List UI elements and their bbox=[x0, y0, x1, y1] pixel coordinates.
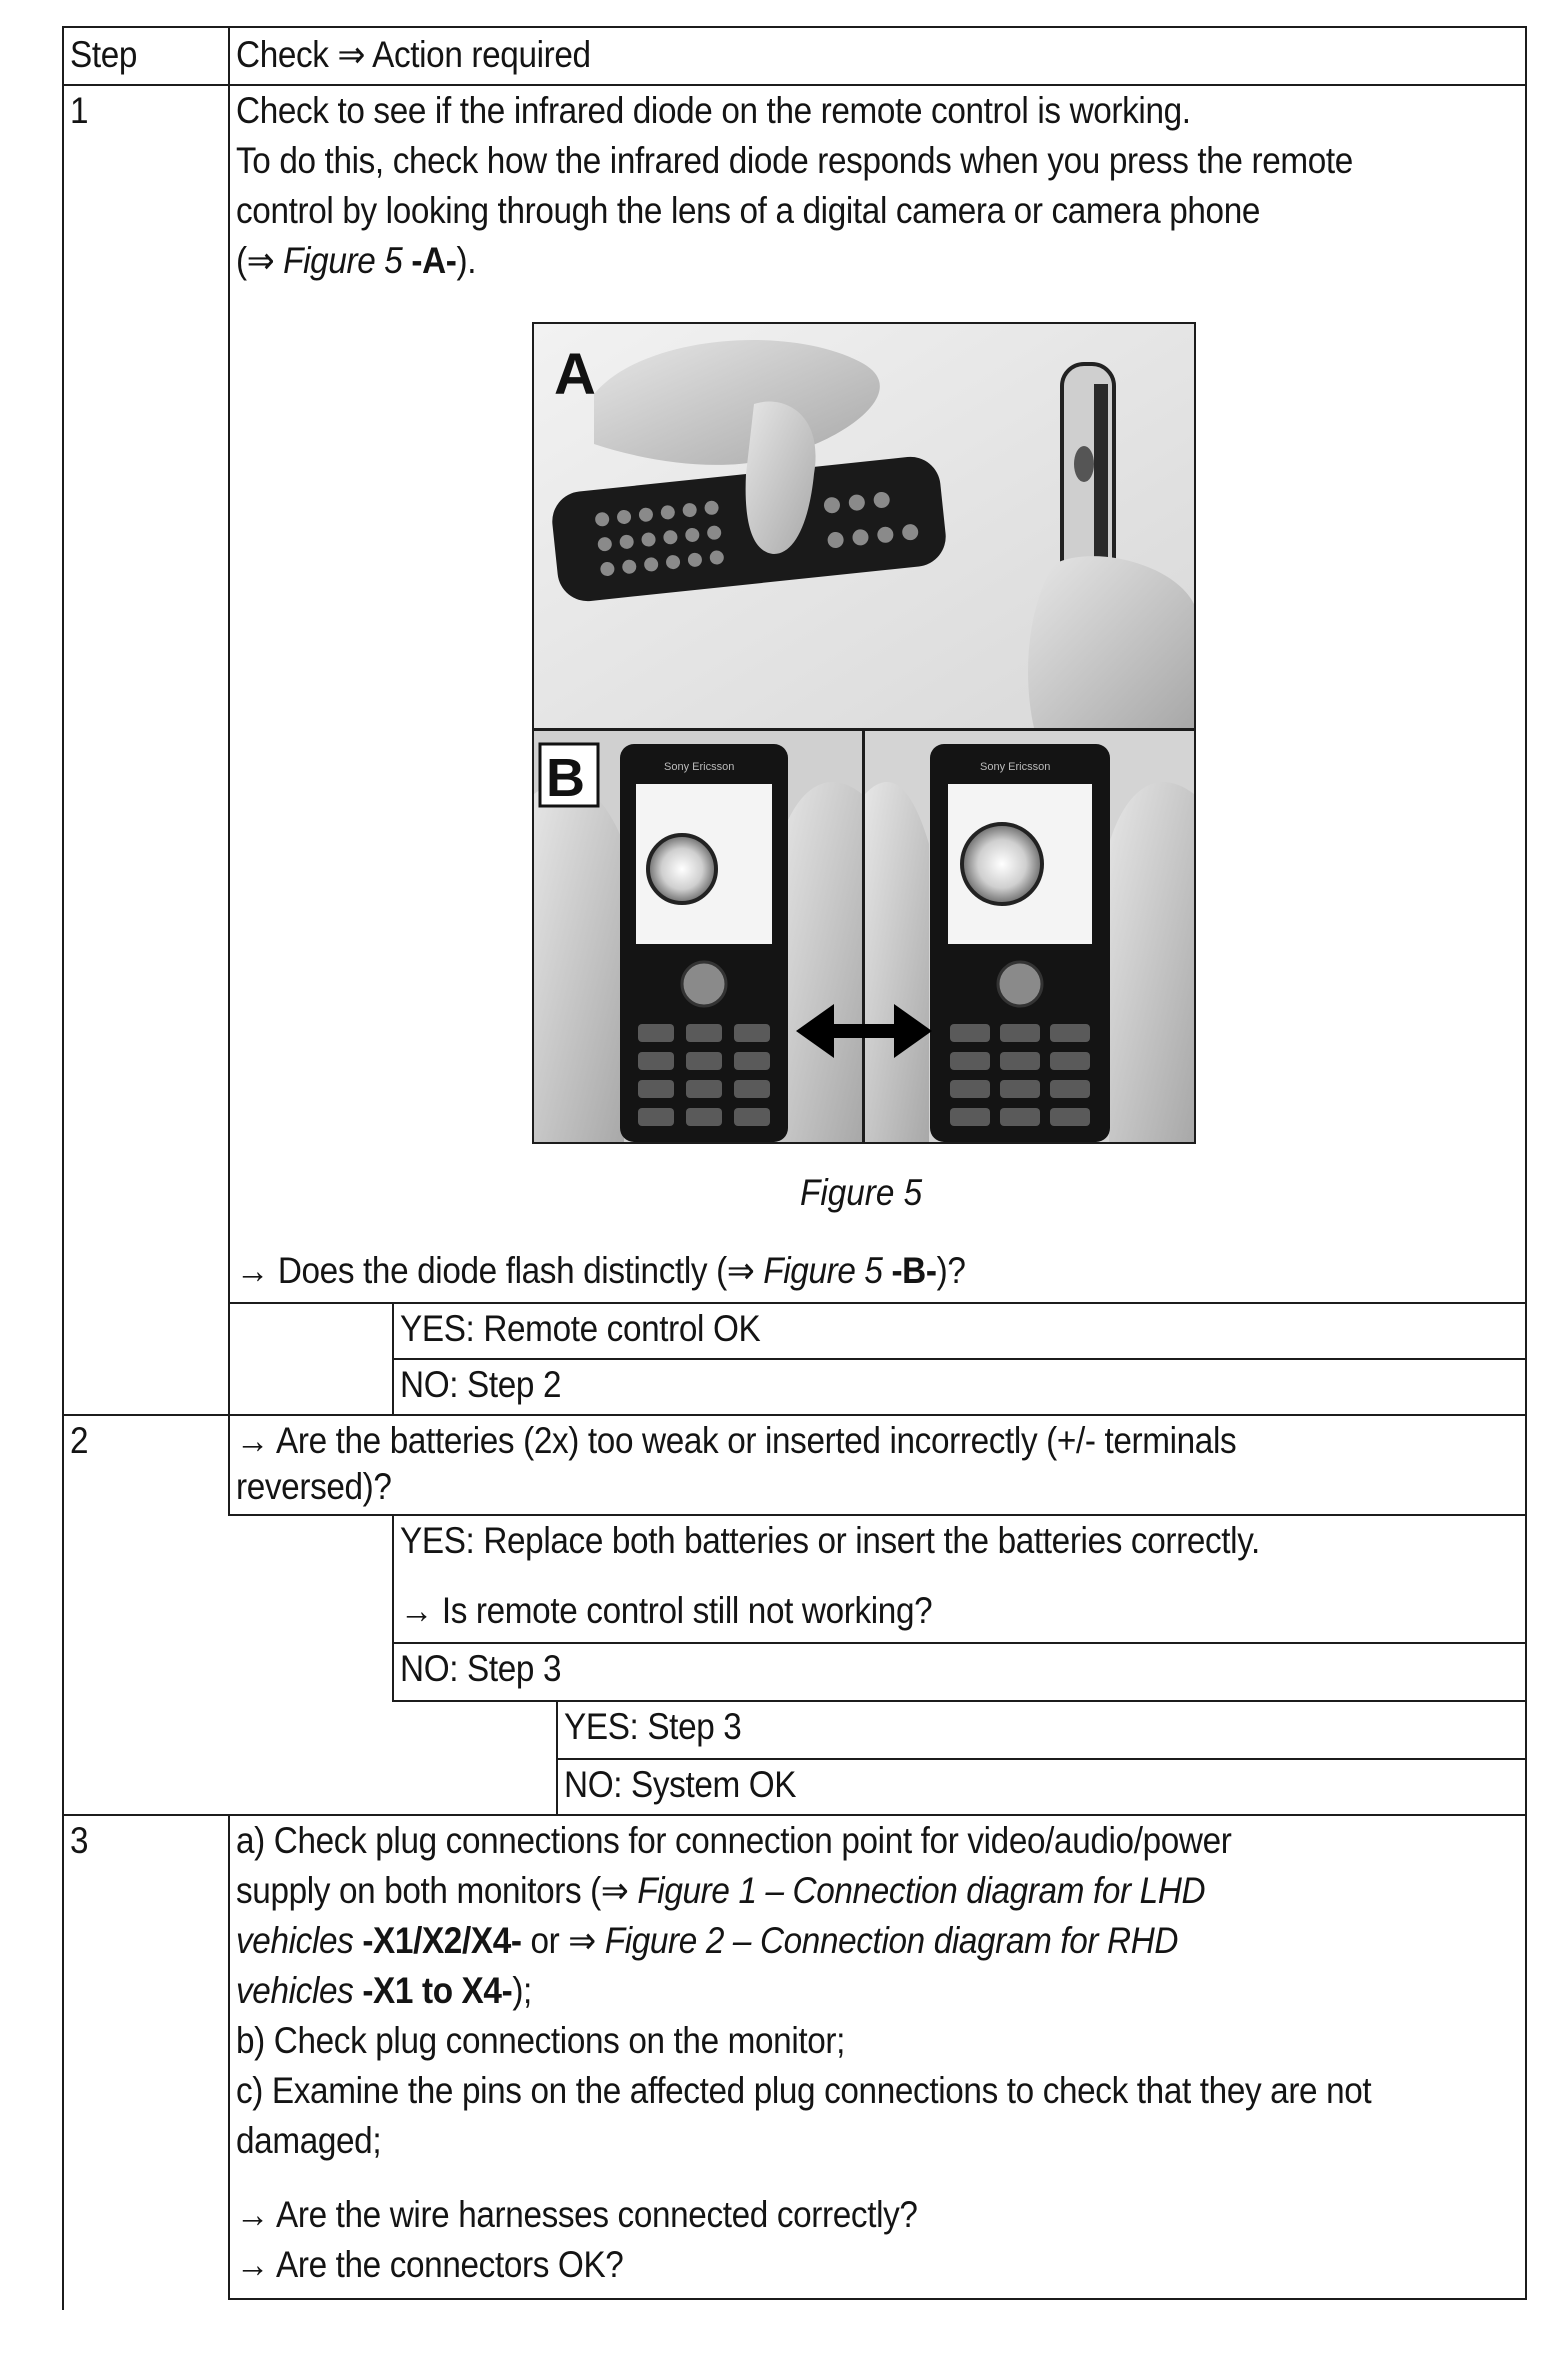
step2-bottom bbox=[62, 1814, 1527, 1816]
step1-bottom bbox=[62, 1414, 1527, 1416]
step1-figure-ref: (⇒ Figure 5 -A-). bbox=[236, 240, 477, 281]
step3-c-line-1: c) Examine the pins on the affected plug… bbox=[236, 2070, 1372, 2111]
column-divider bbox=[228, 26, 230, 1516]
phone-brand-right: Sony Ericsson bbox=[980, 761, 1050, 773]
step2-question-line-1: → Are the batteries (2x) too weak or ins… bbox=[236, 1420, 1237, 1461]
figure-5-caption: Figure 5 bbox=[800, 1172, 923, 1213]
header-bottom bbox=[62, 84, 1527, 86]
step1-no: NO: Step 2 bbox=[400, 1364, 562, 1405]
step2-yes-bottom bbox=[392, 1642, 1527, 1644]
step3-number: 3 bbox=[70, 1820, 89, 1861]
figure-5-illustration: A Sony Ericsson B bbox=[534, 324, 1194, 1142]
step3-question-1: → Are the wire harnesses connected corre… bbox=[236, 2194, 918, 2235]
step3-bottom bbox=[228, 2298, 1527, 2300]
right-border bbox=[1525, 26, 1527, 2300]
panel-a: A bbox=[534, 324, 1194, 728]
step3-a-line-3: vehicles -X1/X2/X4- or ⇒ Figure 2 – Conn… bbox=[236, 1920, 1179, 1961]
step2-no: NO: Step 3 bbox=[400, 1648, 562, 1689]
step1-number: 1 bbox=[70, 90, 89, 131]
step1-yes-bottom bbox=[392, 1358, 1527, 1360]
step2-sub-no: NO: System OK bbox=[564, 1764, 797, 1805]
step2-question-bottom bbox=[228, 1514, 1527, 1516]
figure-5: A Sony Ericsson B bbox=[532, 322, 1196, 1144]
panel-a-label: A bbox=[554, 342, 596, 407]
double-arrow-icon bbox=[796, 1004, 932, 1058]
implies-arrow: ⇒ bbox=[337, 34, 366, 75]
step2-yes: YES: Replace both batteries or insert th… bbox=[400, 1520, 1260, 1561]
header-step: Step bbox=[70, 34, 138, 75]
step1-line-2: To do this, check how the infrared diode… bbox=[236, 140, 1353, 181]
step3-c-line-2: damaged; bbox=[236, 2120, 382, 2161]
step2-sub-yes-bottom bbox=[556, 1758, 1527, 1760]
left-border bbox=[62, 26, 64, 2310]
phone-brand-left: Sony Ericsson bbox=[664, 761, 734, 773]
step1-question: → Does the diode flash distinctly (⇒ Fig… bbox=[236, 1250, 966, 1291]
step3-a-line-1: a) Check plug connections for connection… bbox=[236, 1820, 1232, 1861]
step1-line-3: control by looking through the lens of a… bbox=[236, 190, 1261, 231]
step2-answer-left bbox=[392, 1514, 394, 1702]
panel-b-right: Sony Ericsson bbox=[865, 731, 1194, 1142]
step1-yes: YES: Remote control OK bbox=[400, 1308, 761, 1349]
step3-b: b) Check plug connections on the monitor… bbox=[236, 2020, 846, 2061]
panel-b-left: Sony Ericsson B bbox=[534, 731, 862, 1142]
step3-a-line-2: supply on both monitors (⇒ Figure 1 – Co… bbox=[236, 1870, 1206, 1911]
panel-b-label: B bbox=[546, 748, 585, 808]
step2-followup: → Is remote control still not working? bbox=[400, 1590, 933, 1631]
column-divider-step3 bbox=[228, 1816, 230, 2300]
step1-line-1: Check to see if the infrared diode on th… bbox=[236, 90, 1191, 131]
step3-a-line-4: vehicles -X1 to X4-); bbox=[236, 1970, 532, 2011]
step2-number: 2 bbox=[70, 1420, 89, 1461]
step2-no-bottom bbox=[392, 1700, 1527, 1702]
header-check-action: Check ⇒ Action required bbox=[236, 34, 591, 75]
step1-question-bottom bbox=[228, 1302, 1527, 1304]
step3-question-2: → Are the connectors OK? bbox=[236, 2244, 624, 2285]
step2-question-line-2: reversed)? bbox=[236, 1466, 392, 1507]
top-border bbox=[62, 26, 1527, 28]
step2-sub-yes: YES: Step 3 bbox=[564, 1706, 742, 1747]
